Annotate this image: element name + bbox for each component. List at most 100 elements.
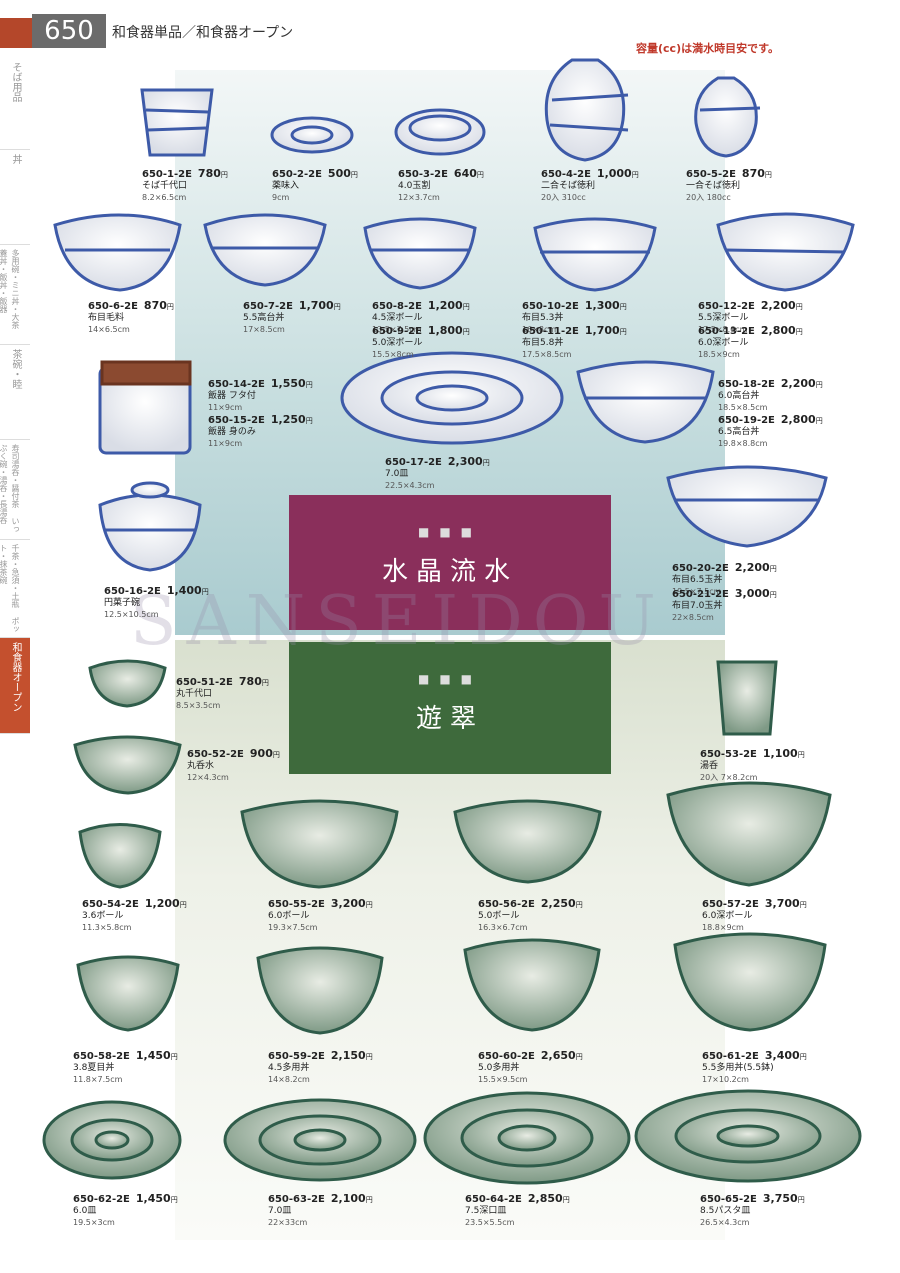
sidebar-item-don[interactable]: 丼	[0, 150, 30, 245]
yen-unit: 円	[261, 679, 269, 687]
product-price: 1,450	[135, 1192, 171, 1205]
sidebar-item-label: 多用碗・ミニ丼・大茶 蓋丼・飯丼・飯器	[0, 249, 20, 329]
yen-unit: 円	[201, 588, 209, 596]
product-dimensions: 18.8×9cm	[702, 923, 744, 932]
product-price: 1,100	[762, 747, 798, 760]
product-price: 1,550	[270, 377, 306, 390]
yen-unit: 円	[815, 417, 823, 425]
product-code: 650-63-2E	[268, 1194, 325, 1205]
product-price: 2,200	[760, 299, 796, 312]
product-name: 布目5.8丼	[522, 338, 564, 348]
yen-unit: 円	[631, 171, 639, 179]
sidebar-item-yunomi[interactable]: 寿司湯呑・醤付茶 いっぷく碗・湯呑・長湯呑	[0, 440, 30, 540]
banner-dots: ■■■	[417, 672, 482, 686]
yen-unit: 円	[619, 328, 627, 336]
yen-unit: 円	[799, 901, 807, 909]
product-dimensions: 16×8cm	[522, 325, 557, 334]
sidebar-item-kyusu[interactable]: 千茶・急須・土瓶 ポット・抹茶碗	[0, 540, 30, 638]
yen-unit: 円	[769, 565, 777, 573]
product-dimensions: 11×9cm	[208, 439, 243, 448]
banner-dots: ■■■	[417, 525, 482, 539]
product-name: 4.5深ボール	[372, 313, 423, 323]
product-price: 2,300	[447, 455, 483, 468]
product-name: 5.5高台丼	[243, 313, 285, 323]
product-name: 布目6.5玉丼	[672, 575, 723, 585]
product-price: 1,700	[584, 324, 620, 337]
product-price: 1,800	[427, 324, 463, 337]
product-code: 650-4-2E	[541, 169, 591, 180]
product-code: 650-9-2E	[372, 326, 422, 337]
section-banner-yusui: ■■■ 遊翠	[289, 642, 611, 774]
yen-unit: 円	[305, 417, 313, 425]
product-name: 一合そば徳利	[686, 181, 741, 191]
product-code: 650-56-2E	[478, 899, 535, 910]
yen-unit: 円	[220, 171, 228, 179]
yen-unit: 円	[476, 171, 484, 179]
product-dimensions: 19.5×7.5cm	[672, 587, 722, 596]
product-dimensions: 15.5×9.5cm	[478, 1075, 528, 1084]
product-name: 円菓子碗	[104, 598, 141, 608]
product-price: 3,750	[762, 1192, 798, 1205]
product-name: 8.5パスタ皿	[700, 1206, 751, 1216]
product-price: 1,450	[135, 1049, 171, 1062]
product-name: 3.8夏目丼	[73, 1063, 115, 1073]
product-dimensions: 17.5×8.6cm	[698, 325, 748, 334]
product-code: 650-62-2E	[73, 1194, 130, 1205]
product-dimensions: 13.5×7.5cm	[372, 325, 422, 334]
yen-unit: 円	[797, 751, 805, 759]
product-dimensions: 15.5×8cm	[372, 350, 414, 359]
product-price: 2,200	[780, 377, 816, 390]
product-price: 2,800	[780, 413, 816, 426]
product-dimensions: 18.5×9cm	[698, 350, 740, 359]
sidebar-item-tayouwan[interactable]: 多用碗・ミニ丼・大茶 蓋丼・飯丼・飯器	[0, 245, 30, 345]
yen-unit: 円	[769, 591, 777, 599]
sidebar-item-soba[interactable]: そば用品	[0, 58, 30, 150]
product-code: 650-19-2E	[718, 415, 775, 426]
product-name: 薬味入	[272, 181, 300, 191]
product-code: 650-54-2E	[82, 899, 139, 910]
capacity-note: 容量(cc)は満水時目安です。	[636, 42, 779, 55]
product-code: 650-53-2E	[700, 749, 757, 760]
product-dimensions: 22×33cm	[268, 1218, 308, 1227]
yen-unit: 円	[795, 328, 803, 336]
product-name: 3.6ボール	[82, 911, 124, 921]
product-dimensions: 22×8.5cm	[672, 613, 714, 622]
product-name: 6.0深ボール	[698, 338, 749, 348]
product-code: 650-52-2E	[187, 749, 244, 760]
yen-unit: 円	[272, 751, 280, 759]
product-code: 650-21-2E	[672, 589, 729, 600]
sidebar-item-open[interactable]: 和食器オープン	[0, 638, 30, 734]
product-name: 丸千代口	[176, 689, 213, 699]
product-price: 1,200	[144, 897, 180, 910]
yen-unit: 円	[350, 171, 358, 179]
product-price: 1,250	[270, 413, 306, 426]
sidebar-item-label: 千茶・急須・土瓶 ポット・抹茶碗	[0, 544, 20, 633]
product-dimensions: 17×10.2cm	[702, 1075, 749, 1084]
product-code: 650-2-2E	[272, 169, 322, 180]
yen-unit: 円	[365, 901, 373, 909]
sidebar-item-chawan[interactable]: 茶碗・睦	[0, 345, 30, 440]
product-name: 5.5深ボール	[698, 313, 749, 323]
product-name: 布目5.3丼	[522, 313, 564, 323]
product-dimensions: 20入 7×8.2cm	[700, 773, 758, 782]
product-price: 2,200	[734, 561, 770, 574]
yen-unit: 円	[799, 1053, 807, 1061]
yen-unit: 円	[462, 328, 470, 336]
product-name: そば千代口	[142, 181, 188, 191]
product-dimensions: 17.5×8.5cm	[522, 350, 572, 359]
